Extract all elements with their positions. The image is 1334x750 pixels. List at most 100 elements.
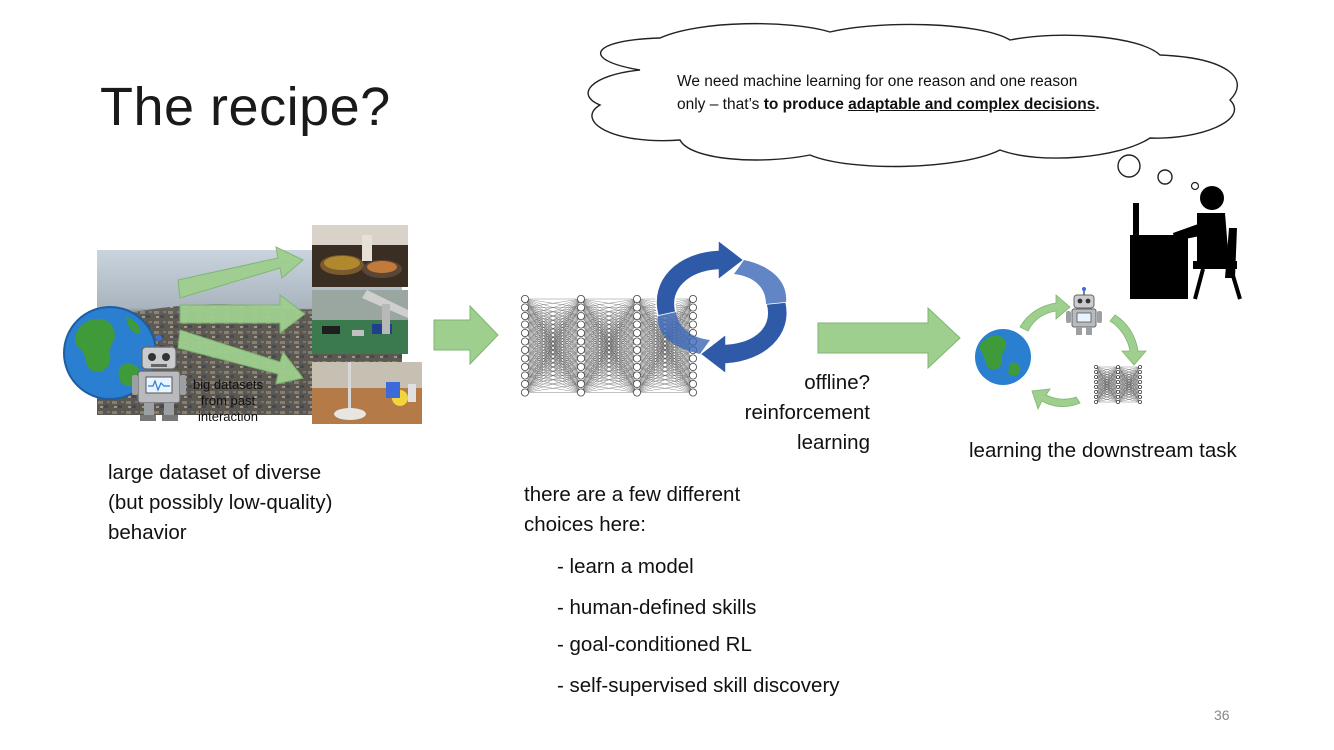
network-node bbox=[633, 388, 642, 397]
network-connection bbox=[1117, 386, 1141, 403]
network-connection bbox=[636, 298, 694, 385]
choice-self-supervised-skill-discovery: - self-supervised skill discovery bbox=[557, 674, 840, 697]
network-connection bbox=[1095, 386, 1119, 403]
network-node bbox=[577, 303, 586, 312]
network-connection bbox=[580, 298, 638, 385]
cooking-image bbox=[312, 225, 408, 287]
small-network-icon bbox=[1093, 364, 1143, 405]
network-connection bbox=[580, 375, 638, 393]
network-connection bbox=[636, 383, 694, 393]
network-node bbox=[1093, 379, 1099, 384]
network-connection bbox=[1117, 376, 1141, 403]
network-connection bbox=[580, 298, 638, 376]
network-connection bbox=[1095, 366, 1119, 373]
network-connection bbox=[636, 366, 694, 393]
network-node bbox=[1138, 384, 1143, 389]
network-node bbox=[1138, 394, 1143, 399]
network-node bbox=[633, 346, 642, 355]
network-node bbox=[1093, 400, 1099, 405]
network-node bbox=[633, 311, 642, 320]
downstream-loop-diagram bbox=[975, 287, 1147, 411]
thought-line-2: only – that’s to produce adaptable and c… bbox=[677, 96, 1100, 113]
network-connection bbox=[524, 358, 582, 393]
network-connection bbox=[636, 307, 694, 393]
network-node bbox=[521, 371, 529, 380]
network-connection bbox=[636, 298, 694, 393]
network-connection bbox=[636, 375, 694, 393]
network-node bbox=[1138, 379, 1143, 384]
network-node bbox=[1138, 400, 1143, 405]
network-connection bbox=[1095, 366, 1119, 378]
network-connection bbox=[524, 298, 582, 342]
network-node bbox=[577, 294, 586, 303]
network-connection bbox=[1095, 366, 1119, 398]
page-number: 36 bbox=[1214, 707, 1230, 723]
network-connection bbox=[524, 298, 582, 317]
network-connection bbox=[524, 298, 582, 359]
network-node bbox=[577, 363, 586, 372]
network-connection bbox=[580, 341, 638, 393]
choice-human-defined-skills: - human-defined skills bbox=[557, 596, 757, 619]
network-node bbox=[688, 388, 697, 397]
loop-arrow-bottom bbox=[1031, 388, 1081, 411]
network-node bbox=[521, 337, 529, 346]
network-connection bbox=[1117, 366, 1141, 398]
network-connection bbox=[1117, 366, 1141, 403]
network-node bbox=[577, 371, 586, 380]
network-node bbox=[521, 388, 529, 397]
network-connection bbox=[524, 315, 582, 393]
network-connection bbox=[580, 332, 638, 393]
network-node bbox=[521, 346, 529, 355]
network-connection bbox=[1095, 396, 1119, 403]
network-node bbox=[1115, 384, 1120, 389]
network-node bbox=[1138, 370, 1143, 375]
network-node bbox=[1093, 394, 1099, 399]
network-connection bbox=[580, 298, 638, 351]
thought-bubble-text: We need machine learning for one reason … bbox=[677, 70, 1157, 116]
person-at-desk-icon bbox=[1130, 186, 1242, 300]
thought-dot-small bbox=[1190, 181, 1200, 191]
network-node bbox=[1115, 394, 1120, 399]
network-node bbox=[1138, 389, 1143, 394]
arrow-to-network bbox=[433, 304, 499, 366]
network-connection bbox=[580, 366, 638, 393]
network-node bbox=[521, 311, 529, 320]
network-node bbox=[633, 337, 642, 346]
network-node bbox=[688, 320, 697, 329]
network-connection bbox=[1117, 366, 1141, 388]
arrow-to-downstream bbox=[817, 306, 961, 370]
network-connection bbox=[1117, 371, 1141, 403]
network-connection bbox=[636, 341, 694, 393]
network-connection bbox=[580, 315, 638, 393]
loop-arrow-top bbox=[1019, 294, 1071, 332]
network-node bbox=[577, 388, 586, 397]
network-node bbox=[577, 354, 586, 363]
network-connection bbox=[580, 298, 638, 368]
network-node bbox=[521, 354, 529, 363]
network-node bbox=[521, 329, 529, 338]
network-connection bbox=[580, 383, 638, 393]
network-connection bbox=[580, 298, 638, 334]
network-node bbox=[1093, 384, 1099, 389]
network-node bbox=[577, 337, 586, 346]
network-node bbox=[688, 354, 697, 363]
thought-dot-medium bbox=[1157, 169, 1173, 185]
loop-arrow-right bbox=[1109, 314, 1147, 366]
network-connection bbox=[524, 298, 582, 393]
network-node bbox=[1115, 400, 1120, 405]
network-node bbox=[521, 294, 529, 303]
network-connection bbox=[580, 298, 638, 317]
network-node bbox=[633, 320, 642, 329]
network-node bbox=[688, 371, 697, 380]
network-connection bbox=[580, 298, 638, 325]
network-node bbox=[1093, 364, 1099, 370]
choice-learn-model: - learn a model bbox=[557, 555, 694, 578]
electronics-assembly-image bbox=[312, 290, 408, 354]
network-connection bbox=[1095, 371, 1119, 403]
network-connection bbox=[1095, 366, 1119, 388]
network-connection bbox=[524, 298, 582, 334]
network-node bbox=[577, 346, 586, 355]
network-node bbox=[633, 371, 642, 380]
network-connection bbox=[580, 298, 638, 308]
